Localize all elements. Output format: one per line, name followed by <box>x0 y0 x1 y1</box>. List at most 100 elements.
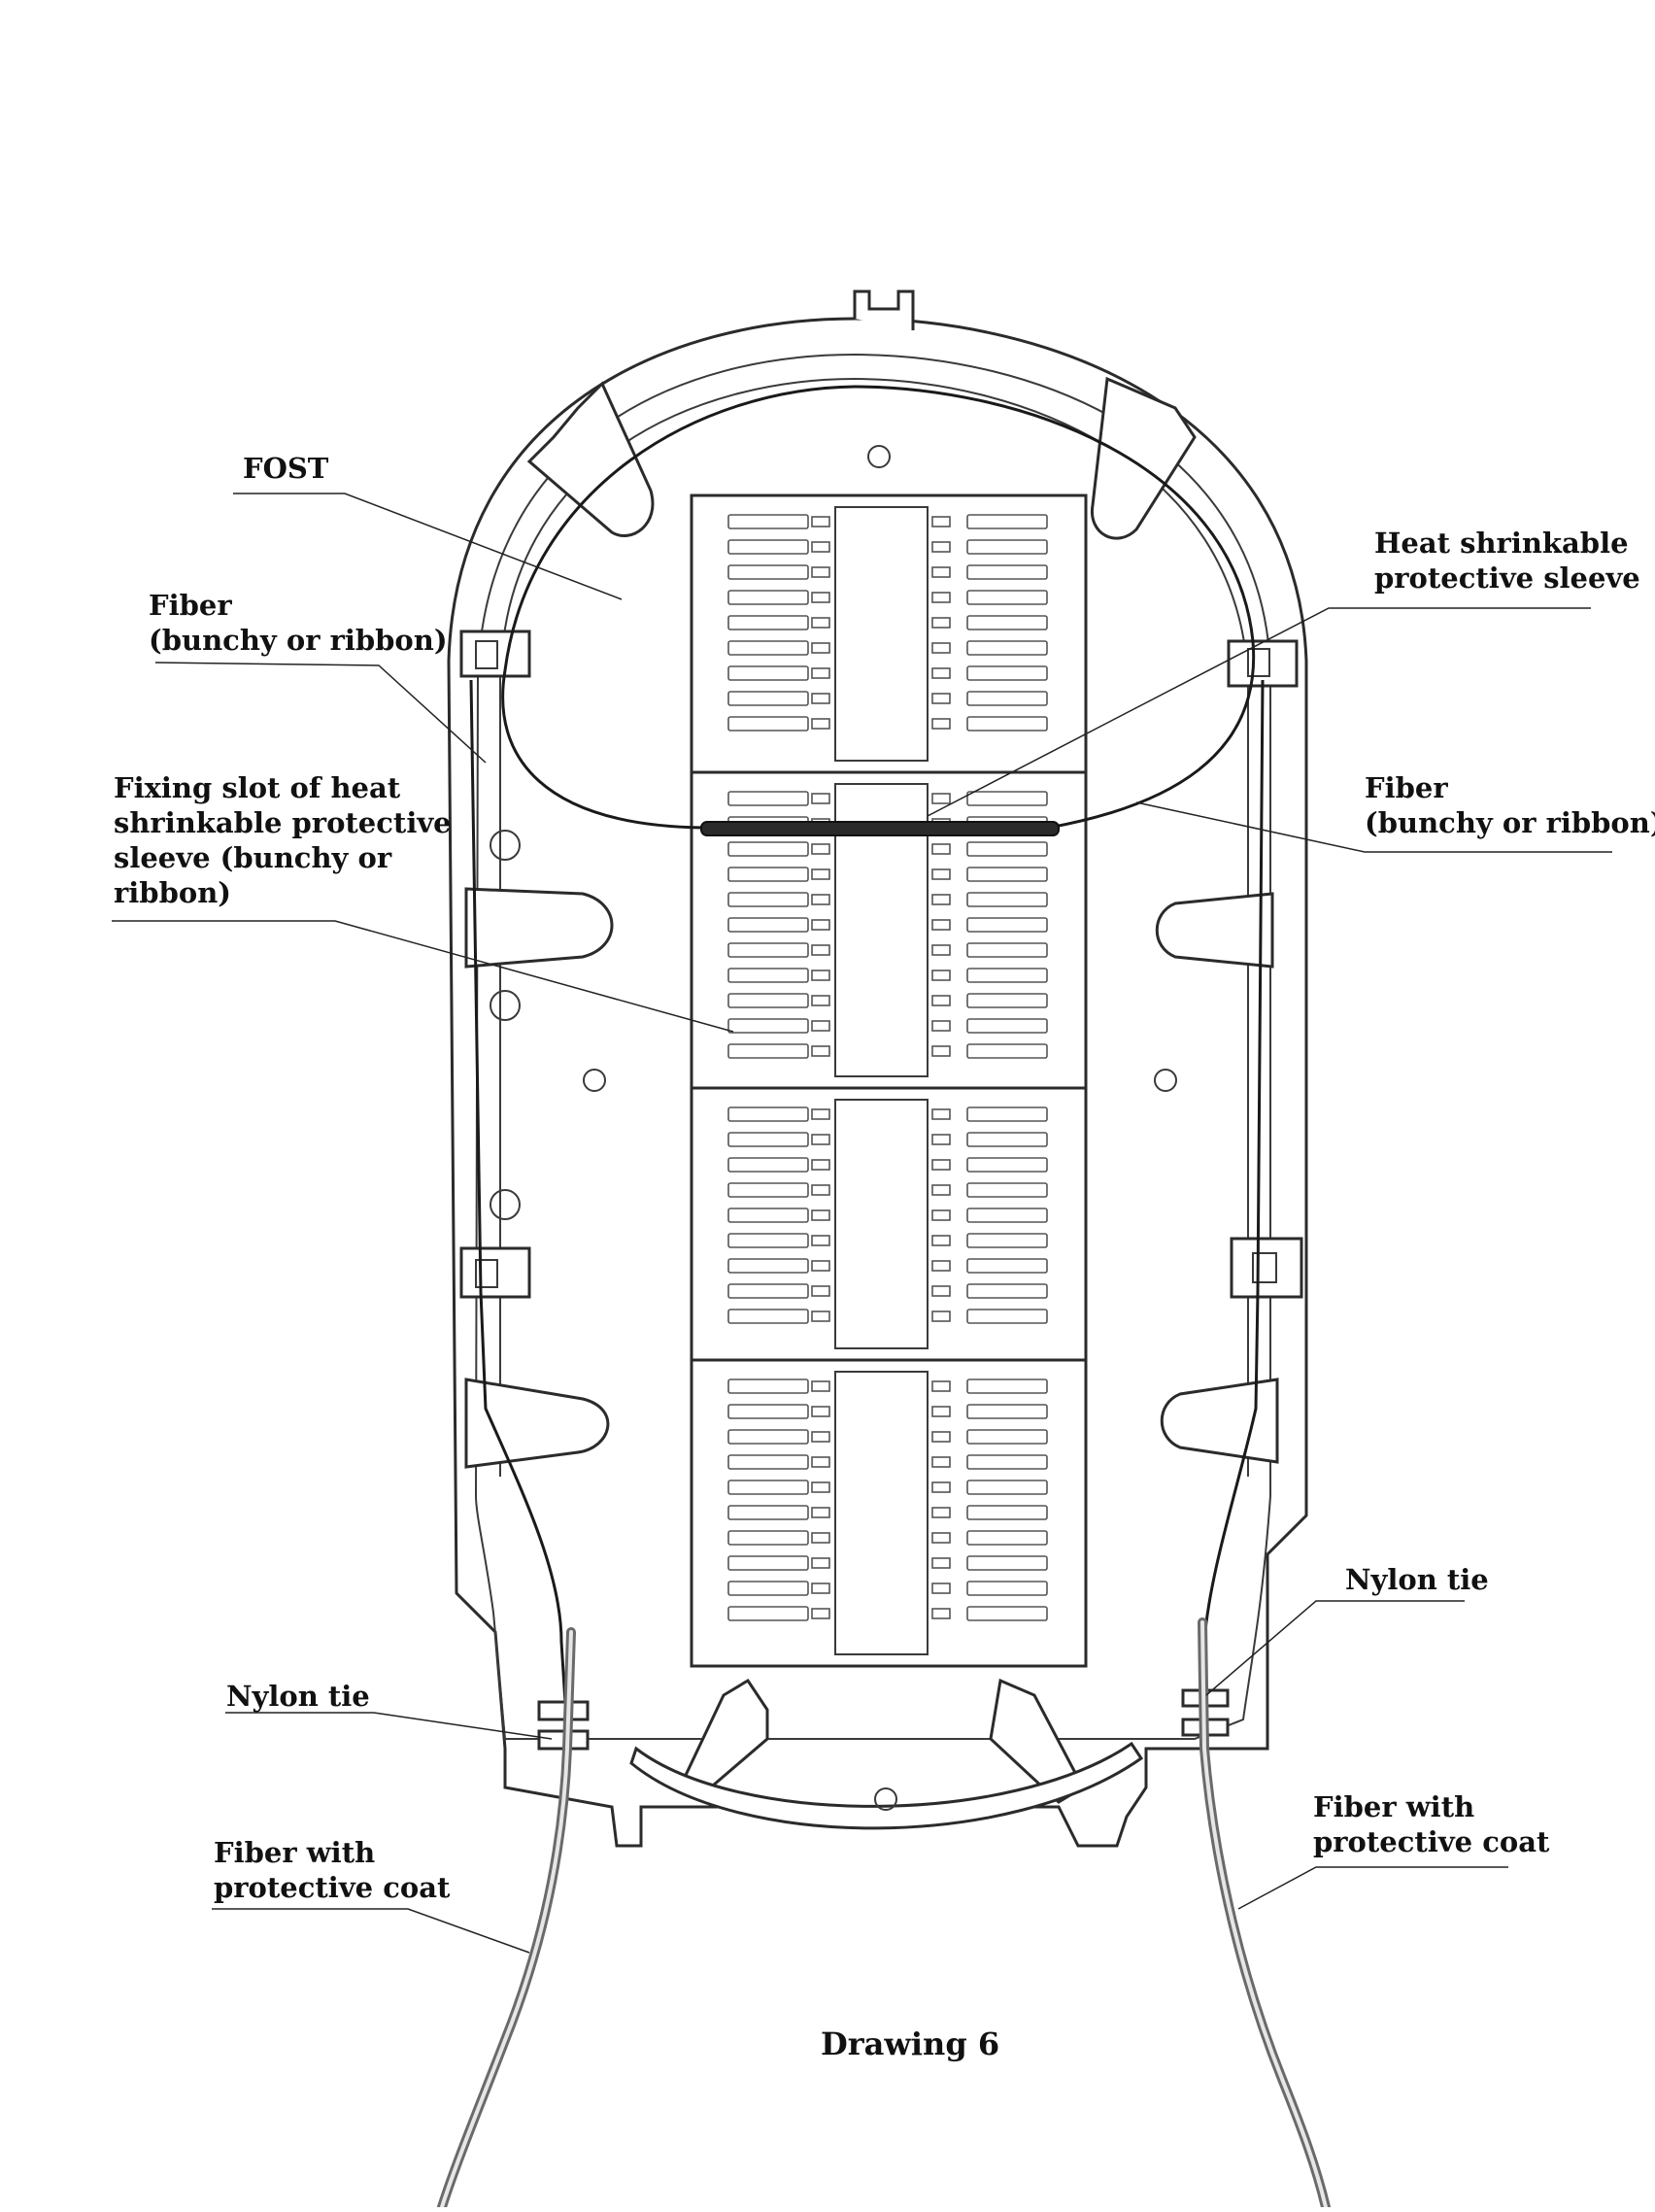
slot-tab <box>931 1507 951 1518</box>
splice-slot <box>966 1132 1048 1147</box>
leader-fixing-slot <box>112 920 734 1033</box>
splice-slot <box>966 1429 1048 1445</box>
protective-cable-right-inner <box>1200 1620 1328 2209</box>
splice-slot <box>727 1378 809 1394</box>
routed-fiber-loop <box>501 385 1256 830</box>
slot-tab <box>931 642 951 654</box>
slot-tab <box>931 1310 951 1322</box>
splice-slot <box>727 691 809 706</box>
slot-tab <box>931 919 951 931</box>
splice-slot <box>727 841 809 857</box>
peg-top <box>867 445 891 468</box>
slot-tab <box>931 1380 951 1392</box>
slot-tab <box>931 541 951 553</box>
label-nylon-right: Nylon tie <box>1345 1563 1489 1596</box>
slot-tab <box>811 970 830 981</box>
splice-slot <box>727 539 809 555</box>
splice-slot <box>966 841 1048 857</box>
side-clip-right-upper <box>1227 639 1299 688</box>
splice-slot <box>966 1043 1048 1059</box>
leader-lines <box>112 493 1612 1954</box>
slot-tab <box>931 592 951 603</box>
slot-tab <box>811 1431 830 1443</box>
slot-tab <box>931 1260 951 1272</box>
slot-tab <box>931 1020 951 1032</box>
leader-fiber-right <box>1135 801 1612 853</box>
label-fost: FOST <box>243 452 329 485</box>
slot-tab <box>931 1406 951 1417</box>
slot-tab <box>811 1406 830 1417</box>
label-fixing-line4: ribbon) <box>114 876 231 909</box>
splice-slot <box>727 1283 809 1299</box>
slot-tab <box>931 1159 951 1171</box>
slot-tab <box>811 1582 830 1594</box>
slot-tab <box>931 944 951 956</box>
slot-tab <box>931 1285 951 1297</box>
splice-slot <box>966 1233 1048 1248</box>
slot-tab <box>931 868 951 880</box>
slot-tab <box>931 970 951 981</box>
slot-tab <box>931 1431 951 1443</box>
splice-module-4 <box>690 1358 1088 1668</box>
label-nylon-left: Nylon tie <box>226 1680 370 1713</box>
slot-tab <box>811 1532 830 1544</box>
slot-tab <box>931 1209 951 1221</box>
splice-slot <box>966 791 1048 806</box>
slot-tab <box>811 919 830 931</box>
protective-cable-left-inner <box>440 1630 573 2209</box>
splice-slot <box>966 1505 1048 1520</box>
slot-tab <box>811 1557 830 1569</box>
slot-tab <box>931 617 951 629</box>
splice-slot <box>727 1505 809 1520</box>
slot-tab <box>811 1608 830 1619</box>
slot-tab <box>931 693 951 704</box>
slot-tab <box>931 1481 951 1493</box>
splice-slot <box>727 1043 809 1059</box>
slot-tab <box>811 944 830 956</box>
side-clip-left-lower <box>459 1246 531 1299</box>
side-clip-right-lower <box>1230 1237 1303 1299</box>
slot-tab <box>811 592 830 603</box>
slot-tab <box>811 1134 830 1145</box>
splice-slot <box>966 942 1048 958</box>
splice-slot <box>727 867 809 882</box>
splice-slot <box>966 564 1048 580</box>
slot-tab <box>811 1235 830 1246</box>
splice-slot <box>966 1555 1048 1571</box>
splice-slot <box>727 665 809 681</box>
splice-slot <box>966 1182 1048 1198</box>
splice-slot <box>727 968 809 983</box>
label-fiber-right-line1: Fiber <box>1365 771 1448 804</box>
splice-module-2 <box>690 770 1088 1090</box>
slot-tab <box>811 1285 830 1297</box>
leader-fost <box>233 493 623 600</box>
peg-left <box>583 1069 606 1092</box>
splice-slot <box>966 1530 1048 1546</box>
slot-tab <box>931 1608 951 1619</box>
splice-slot <box>966 590 1048 605</box>
retaining-fin-mid-right-1 <box>1155 892 1274 969</box>
slot-tab <box>931 667 951 679</box>
label-coat-left-line1: Fiber with <box>214 1836 375 1869</box>
splice-slot <box>727 1208 809 1223</box>
splice-slot <box>727 1404 809 1419</box>
splice-modules <box>690 493 1088 1668</box>
splice-slot <box>966 640 1048 656</box>
label-fiber-left-line1: Fiber <box>149 589 232 622</box>
splice-slot <box>727 1606 809 1621</box>
slot-tab <box>811 541 830 553</box>
splice-module-1 <box>690 493 1088 774</box>
splice-slot <box>966 1106 1048 1122</box>
side-clip-left-upper <box>459 630 531 678</box>
splice-slot <box>727 1429 809 1445</box>
slot-tab <box>811 843 830 855</box>
splice-slot <box>727 1581 809 1596</box>
drawing-caption: Drawing 6 <box>821 2025 999 2062</box>
peg-bottom <box>874 1787 897 1811</box>
slot-tab <box>811 995 830 1006</box>
splice-slot <box>727 1480 809 1495</box>
label-heat-line2: protective sleeve <box>1374 562 1640 595</box>
splice-slot <box>727 1233 809 1248</box>
